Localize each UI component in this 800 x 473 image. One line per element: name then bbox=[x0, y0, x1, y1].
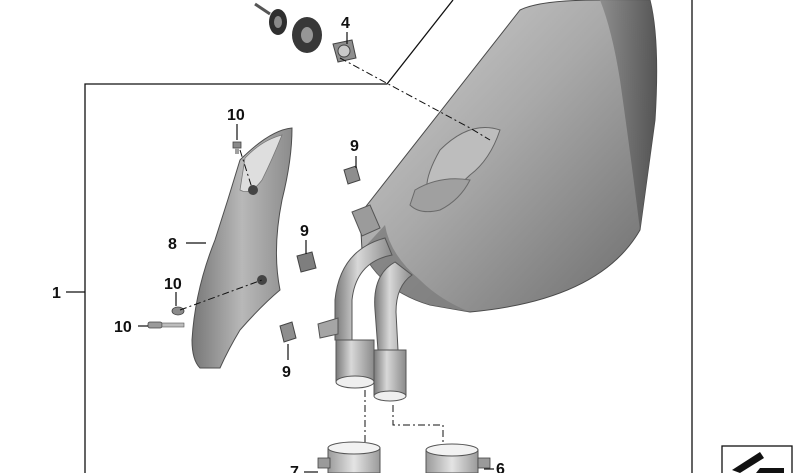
assembly-line-top bbox=[339, 57, 491, 141]
callout-1: 1 bbox=[52, 285, 61, 302]
callout-9-bottom: 9 bbox=[282, 364, 291, 381]
screw-mid bbox=[171, 306, 185, 316]
callout-8: 8 bbox=[168, 236, 177, 253]
clip-nut-mid bbox=[296, 251, 317, 273]
callout-10-mid: 10 bbox=[164, 276, 182, 293]
callout-4: 4 bbox=[341, 15, 350, 32]
callout-10-top: 10 bbox=[227, 107, 245, 124]
clip-nut-top bbox=[343, 165, 361, 185]
assembly-frame bbox=[84, 0, 693, 473]
spacer-bushing bbox=[332, 39, 357, 63]
assembly-line-screw bbox=[239, 149, 253, 189]
callout-9-mid: 9 bbox=[300, 223, 309, 240]
assembly-line-pipe-right bbox=[392, 405, 444, 445]
callout-7: 7 bbox=[290, 464, 299, 473]
header-pipe bbox=[317, 237, 413, 402]
rubber-grommet bbox=[254, 2, 322, 53]
callout-9-top: 9 bbox=[350, 138, 359, 155]
clip-nut-bottom bbox=[279, 321, 297, 343]
callout-10-bottom: 10 bbox=[114, 319, 132, 336]
clamp-right bbox=[425, 443, 491, 473]
clamp-left bbox=[317, 441, 381, 473]
parts-symbol-icon bbox=[721, 445, 793, 473]
callout-6: 6 bbox=[496, 461, 505, 473]
screw-top bbox=[232, 141, 242, 154]
screw-bottom bbox=[147, 321, 185, 329]
heat-shield-bracket bbox=[191, 127, 293, 369]
